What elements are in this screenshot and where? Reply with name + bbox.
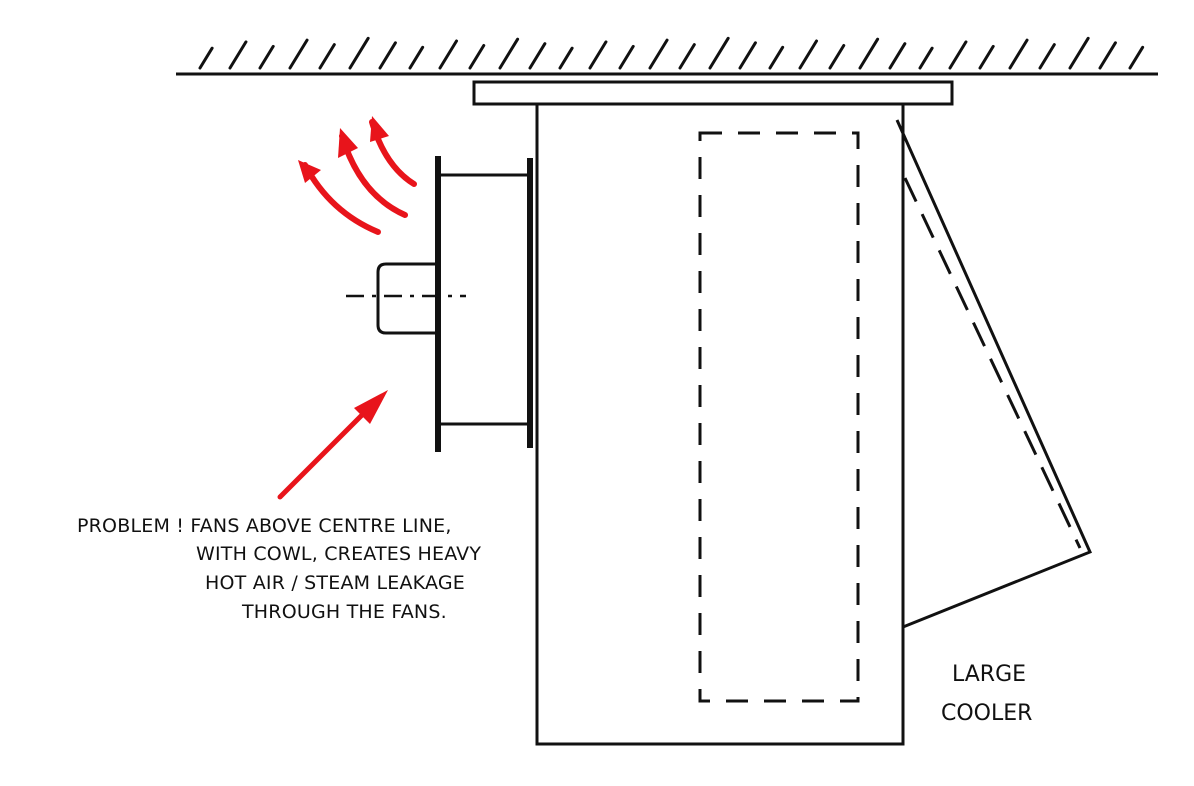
cooler-body (535, 102, 905, 746)
ceiling-hatch-mark (378, 41, 397, 70)
annotation-line-3: HOT AIR / STEAM LEAKAGE (205, 572, 465, 594)
ceiling-hatch-mark (228, 40, 248, 70)
ceiling-hatch-mark (1068, 36, 1090, 70)
ceiling-hatch-mark (258, 44, 275, 70)
cooler-side-cowl (895, 119, 1093, 629)
ceiling-hatch-mark (528, 42, 547, 70)
annotation-line-1: PROBLEM ! FANS ABOVE CENTRE LINE, (77, 515, 452, 537)
ceiling-hatch-mark (768, 45, 785, 70)
annotation-line-4: THROUGH THE FANS. (242, 601, 447, 623)
ceiling-hatch-mark (588, 40, 608, 70)
cooler-label-line-1: LARGE (952, 662, 1027, 687)
cooler-coil-dashed (698, 131, 860, 703)
cowl-inner-dashed (903, 177, 1082, 549)
ceiling-hatch-mark (678, 43, 696, 70)
ceiling-hatching (198, 36, 1145, 70)
ceiling-hatch-mark (708, 36, 730, 70)
ceiling-hatch-mark (978, 44, 995, 70)
ceiling-hatch-mark (348, 36, 370, 70)
ceiling-hatch-mark (648, 38, 669, 70)
air-arrow-1 (302, 162, 381, 235)
ceiling-hatch-mark (468, 44, 486, 70)
mounting-plate (472, 80, 954, 106)
pointer-arrow-shaft (277, 400, 377, 500)
pointer-arrowhead (354, 390, 388, 424)
ceiling-hatch-mark (408, 45, 425, 70)
ceiling-hatch-mark (288, 38, 309, 70)
ceiling-hatch-mark (858, 37, 880, 70)
ceiling-hatch-mark (1008, 38, 1029, 70)
ceiling-hatch-mark (948, 40, 968, 70)
ceiling-hatch-mark (1038, 43, 1056, 70)
cooler-label-line-2: COOLER (941, 701, 1033, 726)
ceiling-hatch-mark (438, 39, 458, 70)
hot-air-arrowheads (298, 116, 389, 183)
fan-motor (376, 262, 435, 335)
ceiling-hatch-mark (888, 42, 907, 70)
ceiling-hatch-mark (1098, 41, 1117, 70)
ceiling-hatch-mark (618, 44, 635, 70)
annotation-line-2: WITH COWL, CREATES HEAVY (196, 543, 482, 565)
air-arrowhead-1 (298, 160, 321, 183)
ceiling-hatch-mark (318, 43, 336, 70)
ceiling-hatch-mark (1128, 45, 1145, 70)
hot-air-arrows (302, 119, 417, 235)
ceiling-hatch-mark (828, 44, 846, 70)
ceiling-hatch-mark (798, 39, 818, 70)
ceiling-hatch-mark (498, 37, 520, 70)
ceiling-hatch-mark (198, 46, 214, 70)
air-arrowhead-2 (338, 128, 358, 158)
ceiling-hatch-mark (738, 41, 757, 70)
ceiling-hatch-mark (918, 46, 934, 70)
air-arrowhead-3 (370, 116, 389, 142)
ceiling-hatch-mark (558, 46, 574, 70)
